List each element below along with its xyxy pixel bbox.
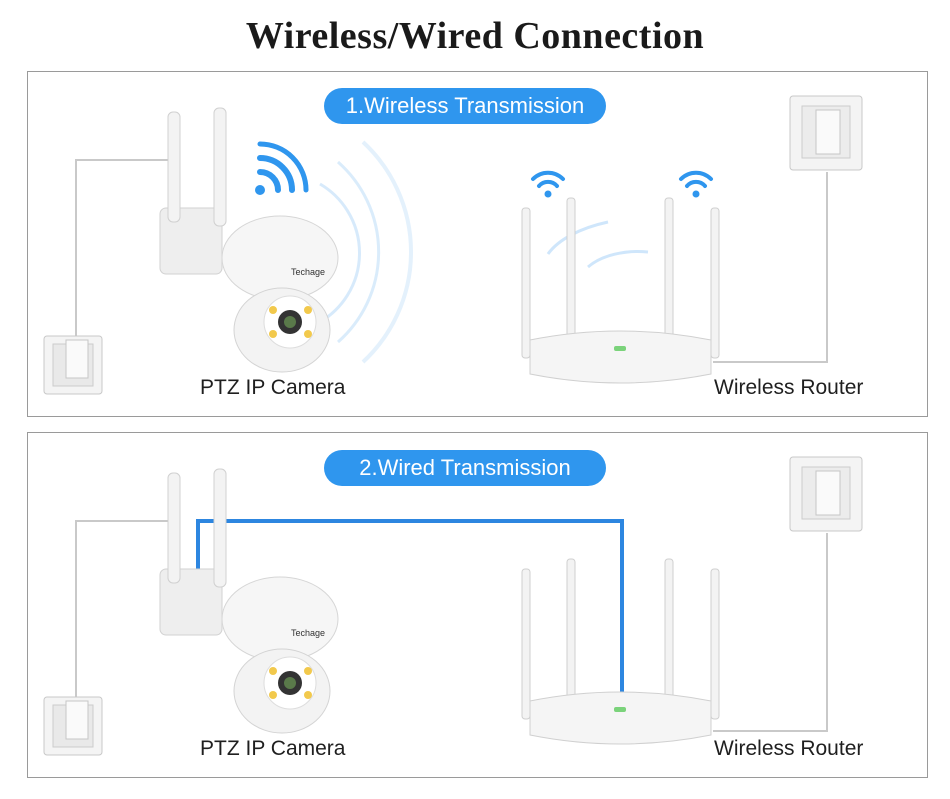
ptz-camera [159,107,339,373]
camera-label: PTZ IP Camera [200,737,346,760]
wireless-diagram: Techage [43,95,863,395]
wireless-transmission-badge: 1.Wireless Transmission [324,88,606,124]
ptz-camera [159,468,339,734]
camera-wall-socket [43,335,103,395]
wireless-router [521,197,720,384]
wifi-icon-camera [255,141,309,195]
router-power-cable [713,172,828,363]
router-wall-socket [789,456,863,532]
camera-brand-text: Techage [291,267,325,277]
router-label: Wireless Router [714,737,864,760]
router-signal-waves [546,220,649,269]
page-title: Wireless/Wired Connection [245,15,705,57]
wireless-panel: Techage 1.Wireless Transmission PTZ IP [27,71,928,417]
camera-brand-text: Techage [291,628,325,638]
wifi-icon-router-right [679,170,713,198]
ethernet-cable [196,519,624,703]
wired-panel: Techage 2.Wired Transmission PTZ IP Came… [27,432,928,778]
camera-wall-socket [43,696,103,756]
camera-label: PTZ IP Camera [200,376,346,399]
camera-signal-waves [319,140,413,364]
wired-diagram: Techage [43,456,863,756]
wireless-router [521,558,720,745]
router-power-cable [713,533,828,732]
wired-transmission-badge: 2.Wired Transmission [324,450,606,486]
wifi-icon-router-left [531,170,565,198]
router-label: Wireless Router [714,376,864,399]
router-wall-socket [789,95,863,171]
